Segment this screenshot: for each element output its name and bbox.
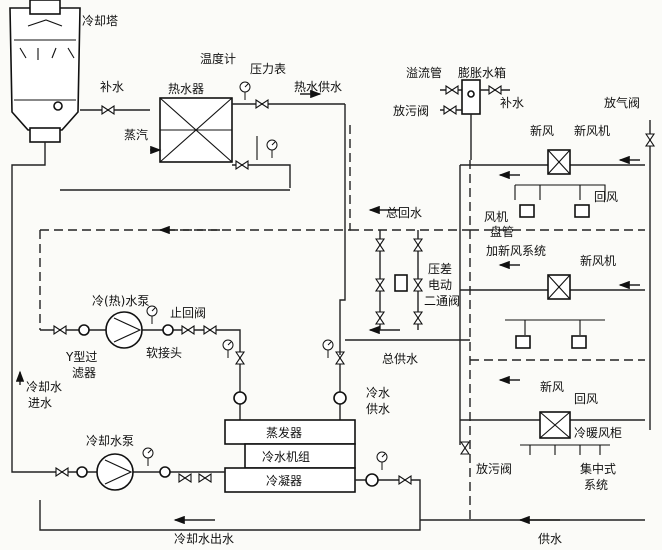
return-air-1-label: 回风 xyxy=(594,190,619,204)
y-strainer-label-1: Y型过 xyxy=(66,350,98,364)
diff-pressure-label-3: 二通阀 xyxy=(424,294,461,308)
tank-makeup-valve-icon xyxy=(488,85,502,95)
central-system-label-2: 系统 xyxy=(584,478,609,492)
ahu-cabinet xyxy=(520,411,610,455)
check-valve-label: 止回阀 xyxy=(170,306,207,320)
fresh-air-3-label: 新风 xyxy=(540,380,565,394)
cooling-tower xyxy=(9,0,81,143)
air-vent-valve-label: 放气阀 xyxy=(604,96,641,110)
makeup-water-label: 补水 xyxy=(100,80,125,94)
ahu-cabinet-label: 冷暖风柜 xyxy=(574,426,623,440)
cooling-outlet-label: 冷却水出水 xyxy=(174,532,235,546)
blowdown-valve-top-label: 放污阀 xyxy=(393,104,430,118)
bottom-blowdown-label: 放污阀 xyxy=(476,462,513,476)
water-heater xyxy=(159,97,233,163)
chiller-unit-label: 冷水机组 xyxy=(262,450,311,464)
supply-water-label: 供水 xyxy=(538,532,563,546)
expansion-tank-label: 膨胀水箱 xyxy=(458,66,507,80)
tank-makeup-label: 补水 xyxy=(500,96,525,110)
fan-coil-label-line1: 风机 xyxy=(484,210,509,224)
condenser-valve-icon xyxy=(398,475,412,485)
pressure-gauge-label: 压力表 xyxy=(250,62,287,76)
motorized-valve-icon xyxy=(394,274,408,292)
cooling-pump-inlet-valve-icon xyxy=(55,467,69,477)
thermometer-icon xyxy=(239,81,251,101)
y-strainer-label-2: 滤器 xyxy=(72,366,97,380)
bottom-blowdown-valve-icon xyxy=(460,441,470,455)
bypass-valve-1-icon xyxy=(375,238,385,252)
pump-outlet-valve-icon xyxy=(203,325,217,335)
pump-inlet-valve-icon xyxy=(53,325,67,335)
cooling-outlet-valve-icon xyxy=(198,473,212,483)
pump-gauge-icon xyxy=(146,305,158,325)
total-return-water-label: 总回水 xyxy=(386,206,423,220)
fan-coil-label-line2: 盘管 xyxy=(490,225,515,239)
evap-gauge-1-icon xyxy=(222,339,234,359)
cooling-pump-icon xyxy=(96,453,134,491)
fresh-air-unit-1 xyxy=(514,149,606,218)
bypass-valve-2-icon xyxy=(413,238,423,252)
cooling-check-valve-icon xyxy=(178,473,192,483)
cooling-inlet-label-2: 进水 xyxy=(28,396,53,410)
chilled-pump-icon xyxy=(105,311,143,349)
fresh-air-unit-2-label: 新风机 xyxy=(580,254,617,268)
condensate-valve-icon xyxy=(235,160,249,170)
central-system-label-1: 集中式 xyxy=(580,462,617,476)
total-supply-water-label: 总供水 xyxy=(382,352,419,366)
steam-label: 蒸汽 xyxy=(124,128,149,142)
bypass-valve-5-icon xyxy=(375,311,385,325)
hot-water-valve-icon xyxy=(255,99,269,109)
fan-coil-system-label: 加新风系统 xyxy=(486,244,547,258)
condenser-gauge-icon xyxy=(376,451,388,471)
cooling-tower-label: 冷却塔 xyxy=(82,14,119,28)
cooling-inlet-label-1: 冷却水 xyxy=(26,380,63,394)
makeup-valve-icon xyxy=(101,105,115,115)
air-vent-valve-icon xyxy=(645,133,655,147)
hot-water-supply-label: 热水供水 xyxy=(294,80,343,94)
diff-pressure-label-2: 电动 xyxy=(428,278,453,292)
bypass-valve-3-icon xyxy=(375,278,385,292)
thermometer-label: 温度计 xyxy=(200,52,237,66)
evap-gauge-2-icon xyxy=(322,339,334,359)
diff-pressure-label-1: 压差 xyxy=(428,262,453,276)
flexible-joint-label: 软接头 xyxy=(146,346,183,360)
water-heater-label: 热水器 xyxy=(168,82,205,96)
pressure-gauge-icon xyxy=(266,139,278,159)
condenser-label: 冷凝器 xyxy=(266,474,303,488)
cooling-pump-label: 冷却水泵 xyxy=(86,434,135,448)
chilled-supply-label-2: 供水 xyxy=(366,402,391,416)
fresh-air-unit-2 xyxy=(505,274,605,349)
cooling-pump-gauge-icon xyxy=(142,447,154,467)
bypass-valve-6-icon xyxy=(413,311,423,325)
fresh-air-unit-1-label: 新风机 xyxy=(574,124,611,138)
chilled-hot-pump-label: 冷(热)水泵 xyxy=(92,294,150,308)
overflow-pipe-label: 溢流管 xyxy=(406,66,443,80)
evaporator-label: 蒸发器 xyxy=(266,426,303,440)
evap-valve-1-icon xyxy=(235,351,245,365)
fresh-air-1-label: 新风 xyxy=(530,124,555,138)
tank-blowdown-valve-icon xyxy=(443,105,457,115)
overflow-valve-icon xyxy=(445,85,459,95)
chilled-supply-label-1: 冷水 xyxy=(366,386,391,400)
return-air-3-label: 回风 xyxy=(574,392,599,406)
bypass-valve-4-icon xyxy=(413,278,423,292)
check-valve-icon xyxy=(181,325,195,335)
